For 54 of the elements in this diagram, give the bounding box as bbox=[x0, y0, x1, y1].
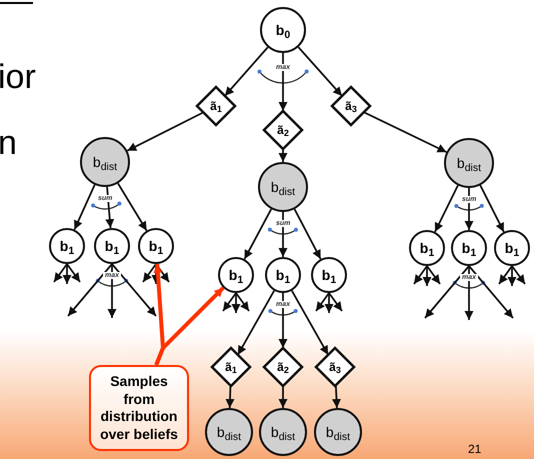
page-number: 21 bbox=[468, 443, 482, 455]
arrow bbox=[278, 386, 288, 408]
arrow bbox=[111, 263, 157, 317]
arrow bbox=[511, 265, 526, 285]
action-label: ã$_{3}$ bbox=[329, 361, 341, 373]
arrow bbox=[108, 264, 116, 318]
arrow bbox=[74, 184, 96, 230]
arrow bbox=[464, 188, 474, 230]
arrow bbox=[142, 263, 157, 283]
action-label: ã$_{2}$ bbox=[277, 361, 289, 373]
arrow bbox=[479, 184, 505, 232]
arrow bbox=[66, 263, 81, 283]
arrow bbox=[237, 290, 275, 356]
callout-box: Samples from distribution over beliefs bbox=[89, 365, 189, 451]
arrow bbox=[422, 266, 432, 286]
arrow bbox=[235, 292, 250, 312]
arrow bbox=[222, 292, 237, 312]
arrow bbox=[53, 263, 68, 283]
arrow bbox=[291, 290, 329, 356]
arrow bbox=[324, 293, 334, 313]
action-label: ã$_{1}$ bbox=[225, 361, 237, 373]
arrow bbox=[464, 266, 474, 320]
arrow bbox=[226, 385, 235, 408]
arrow bbox=[426, 265, 441, 285]
action-label: ã$_{2}$ bbox=[277, 124, 289, 136]
arrow bbox=[278, 293, 288, 348]
arrow bbox=[468, 265, 514, 319]
arrow bbox=[315, 292, 330, 312]
arrow bbox=[424, 265, 470, 319]
arrow bbox=[328, 292, 343, 312]
arrow bbox=[434, 185, 459, 232]
callout-arrow bbox=[154, 286, 225, 366]
arrow bbox=[232, 293, 240, 313]
arrow bbox=[152, 264, 160, 284]
arrow bbox=[498, 265, 513, 285]
arrow bbox=[278, 212, 288, 257]
arrow bbox=[62, 264, 72, 284]
arrow bbox=[413, 265, 428, 285]
slide-text: ior bbox=[0, 60, 36, 94]
arrow bbox=[126, 112, 204, 152]
arrow bbox=[244, 208, 272, 260]
arrow bbox=[508, 266, 516, 286]
slide-text: n bbox=[0, 126, 17, 160]
action-label: ã$_{1}$ bbox=[210, 100, 222, 112]
arrow bbox=[278, 53, 288, 111]
arrow bbox=[278, 149, 288, 162]
arrow bbox=[67, 263, 113, 317]
arrow bbox=[105, 186, 114, 228]
arrow bbox=[363, 111, 447, 153]
arrow bbox=[224, 46, 268, 96]
arrow bbox=[332, 385, 341, 408]
action-label: ã$_{3}$ bbox=[345, 100, 357, 112]
arrow bbox=[294, 208, 322, 260]
arrow bbox=[298, 46, 343, 97]
